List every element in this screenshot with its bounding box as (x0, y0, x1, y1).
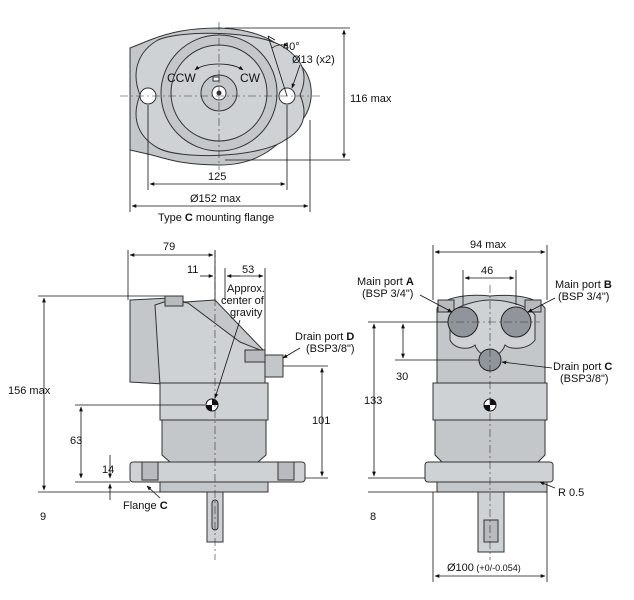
plug-d (244, 349, 266, 363)
front-shaft-end (483, 519, 499, 543)
housing-lower (161, 419, 267, 463)
cw-label: CW (240, 71, 261, 85)
cg-label-1: Approx. (227, 283, 265, 295)
dim-9: 9 (40, 511, 46, 523)
ccw-label: CCW (167, 71, 196, 85)
dim-63: 63 (70, 435, 82, 447)
hole-dia-label: Ø13 (x2) (292, 54, 335, 66)
port-a-label-1: Main port A (357, 276, 414, 288)
width-max-label: Ø152 max (190, 193, 241, 205)
port-spacing: 46 (481, 265, 493, 277)
flange-bolt-left (141, 461, 159, 481)
port-a-label-2: (BSP 3/4") (362, 288, 413, 300)
pilot (159, 481, 269, 493)
drain-port-d-boss (264, 354, 284, 378)
top-view: CCW CW 40° Ø13 (x2) 116 max 125 Ø152 max… (120, 22, 392, 224)
dim-156: 156 max (8, 385, 51, 397)
front-view: 94 max 46 Main port A (BSP 3/4") Main po… (357, 239, 612, 582)
dim-79: 79 (163, 241, 175, 253)
dim-133: 133 (364, 395, 382, 407)
plug-1 (164, 295, 184, 307)
drain-c-label-1: Drain port C (553, 361, 612, 373)
flange-bolt-right (277, 461, 295, 481)
drain-c-label-2: (BSP3/8") (560, 373, 609, 385)
side-view: 79 11 53 Approx. center of gravity Drain… (8, 241, 355, 560)
radius-label: R 0.5 (558, 487, 584, 499)
angle-label: 40° (283, 41, 300, 53)
cg-label-2: center of (221, 295, 265, 307)
port-b-label-2: (BSP 3/4") (558, 291, 609, 303)
hole-spacing-label: 125 (208, 171, 226, 183)
drain-d-label-1: Drain port D (295, 331, 354, 343)
cg-label-3: gravity (230, 307, 263, 319)
front-width-max: 94 max (470, 239, 507, 251)
dim-8: 8 (370, 511, 376, 523)
plug-right (524, 299, 542, 313)
port-b-label-1: Main port B (555, 279, 612, 291)
rotation-arrow (194, 63, 244, 71)
dim-30: 30 (396, 371, 408, 383)
dim-101: 101 (312, 415, 330, 427)
shaft-dia-label: Ø100 (+0/-0.054) (447, 562, 521, 574)
top-view-caption: Type C mounting flange (158, 212, 274, 224)
dim-11: 11 (187, 264, 198, 276)
flange-c-label: Flange C (123, 500, 168, 512)
drain-d-label-2: (BSP3/8") (306, 343, 355, 355)
height-max-label: 116 max (350, 93, 392, 105)
front-flange (424, 461, 554, 483)
key (212, 76, 220, 82)
dim-53: 53 (242, 264, 254, 276)
front-pilot (436, 481, 548, 493)
dim-14: 14 (102, 464, 114, 476)
